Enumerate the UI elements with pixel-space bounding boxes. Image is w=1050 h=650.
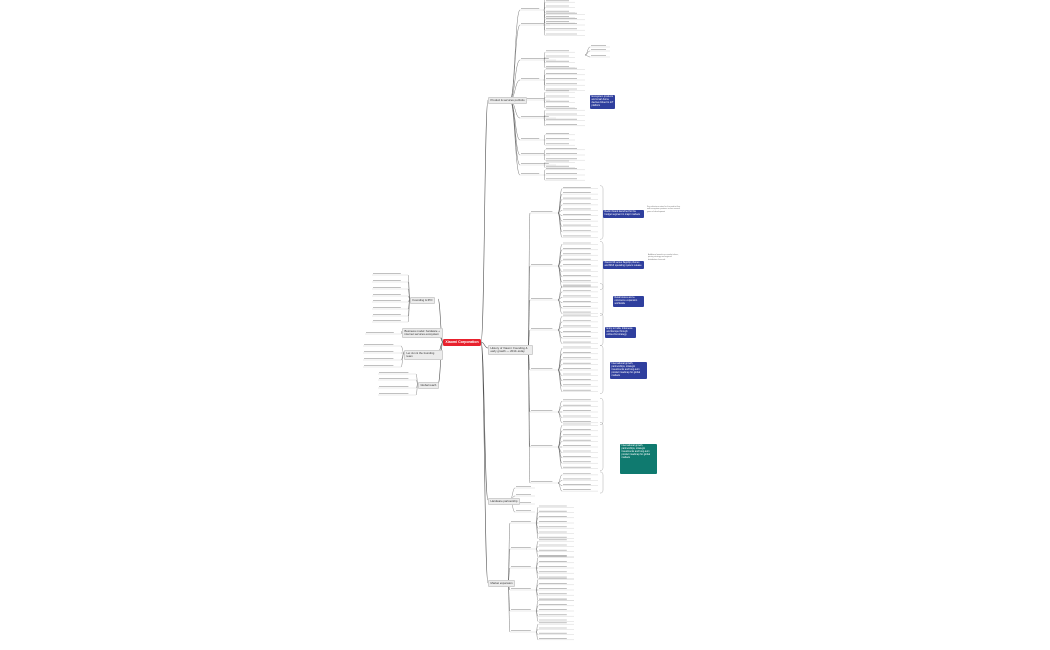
connector bbox=[415, 379, 419, 385]
connector bbox=[543, 79, 546, 91]
connector bbox=[557, 401, 563, 413]
branch-hardware[interactable]: Hardware partnership bbox=[488, 498, 520, 505]
connector bbox=[557, 316, 563, 331]
connector bbox=[509, 99, 521, 166]
connector bbox=[599, 283, 604, 316]
connector bbox=[543, 99, 546, 108]
connector bbox=[480, 99, 489, 343]
branch-history[interactable]: History of Xiaomi: Founding & early grow… bbox=[488, 345, 533, 356]
connector bbox=[535, 589, 539, 601]
connector bbox=[415, 383, 419, 396]
comment-milestones: Key milestone notes for the product line… bbox=[647, 206, 681, 213]
branch-products[interactable]: Product & services portfolio bbox=[488, 97, 528, 104]
note-retail: Retail stores and e-commerce expansion w… bbox=[613, 296, 644, 307]
connector bbox=[407, 298, 411, 323]
connector bbox=[535, 522, 539, 539]
connector bbox=[543, 134, 546, 141]
connector bbox=[584, 50, 591, 56]
connector bbox=[599, 422, 604, 471]
connector bbox=[509, 59, 521, 101]
connector bbox=[599, 471, 604, 494]
connector bbox=[400, 352, 405, 368]
connector bbox=[557, 369, 563, 392]
connector bbox=[557, 212, 563, 233]
note-partnerships: International growth, partnerships, stra… bbox=[620, 444, 657, 474]
connector bbox=[557, 411, 563, 423]
connector bbox=[599, 398, 604, 425]
connector bbox=[557, 286, 563, 301]
branch-business-model[interactable]: Business model: hardware + internet serv… bbox=[402, 328, 443, 339]
connector bbox=[480, 341, 489, 349]
comment-market: Additional remarks on market share, pric… bbox=[648, 254, 679, 261]
connector bbox=[557, 329, 563, 344]
note-flagship: Xiaomi Mi series flagship phones and MIU… bbox=[603, 261, 644, 269]
branch-founding[interactable]: Founding & IPO bbox=[410, 297, 435, 304]
connector bbox=[509, 9, 521, 101]
branch-global[interactable]: Global reach bbox=[418, 382, 439, 389]
connector bbox=[557, 348, 563, 371]
connector bbox=[557, 482, 563, 492]
connector bbox=[507, 582, 511, 633]
connector bbox=[543, 174, 546, 181]
note-entry: Entry to India, Indonesia and Europe thr… bbox=[605, 327, 636, 338]
connector bbox=[584, 54, 591, 58]
connector bbox=[543, 59, 546, 68]
connector bbox=[509, 24, 521, 101]
connector bbox=[543, 149, 546, 156]
connector bbox=[599, 313, 604, 346]
note-expansion: International growth, partnerships, stra… bbox=[610, 362, 647, 379]
connector bbox=[543, 24, 546, 36]
branch-market[interactable]: Market expansion bbox=[488, 580, 516, 587]
connector bbox=[437, 298, 444, 343]
connector bbox=[400, 330, 403, 335]
connector bbox=[543, 9, 546, 24]
connector bbox=[543, 117, 546, 126]
connector bbox=[557, 244, 563, 267]
connector bbox=[535, 548, 539, 557]
connector bbox=[535, 610, 539, 622]
connector bbox=[400, 345, 405, 354]
connector bbox=[599, 345, 604, 394]
connector bbox=[535, 567, 539, 579]
connector bbox=[557, 193, 563, 214]
root-topic[interactable]: Xiaomi Corporation bbox=[443, 339, 481, 346]
connector bbox=[543, 139, 546, 146]
branch-founders[interactable]: Lei Jun & the founding team bbox=[404, 350, 443, 361]
connector bbox=[557, 446, 563, 469]
connector bbox=[535, 631, 539, 640]
note-ecosystem: Ecosystem products and smart-home device… bbox=[590, 95, 615, 109]
connector bbox=[543, 169, 546, 176]
connector bbox=[509, 99, 521, 156]
connector bbox=[557, 299, 563, 314]
connector bbox=[480, 341, 489, 584]
connector bbox=[509, 99, 521, 176]
note-redmi: Redmi brand launched for the budget segm… bbox=[603, 210, 644, 218]
connector bbox=[543, 164, 546, 168]
connector bbox=[557, 425, 563, 448]
connector bbox=[543, 154, 546, 161]
connector bbox=[557, 265, 563, 288]
connector bbox=[480, 341, 489, 501]
connector bbox=[557, 212, 563, 238]
